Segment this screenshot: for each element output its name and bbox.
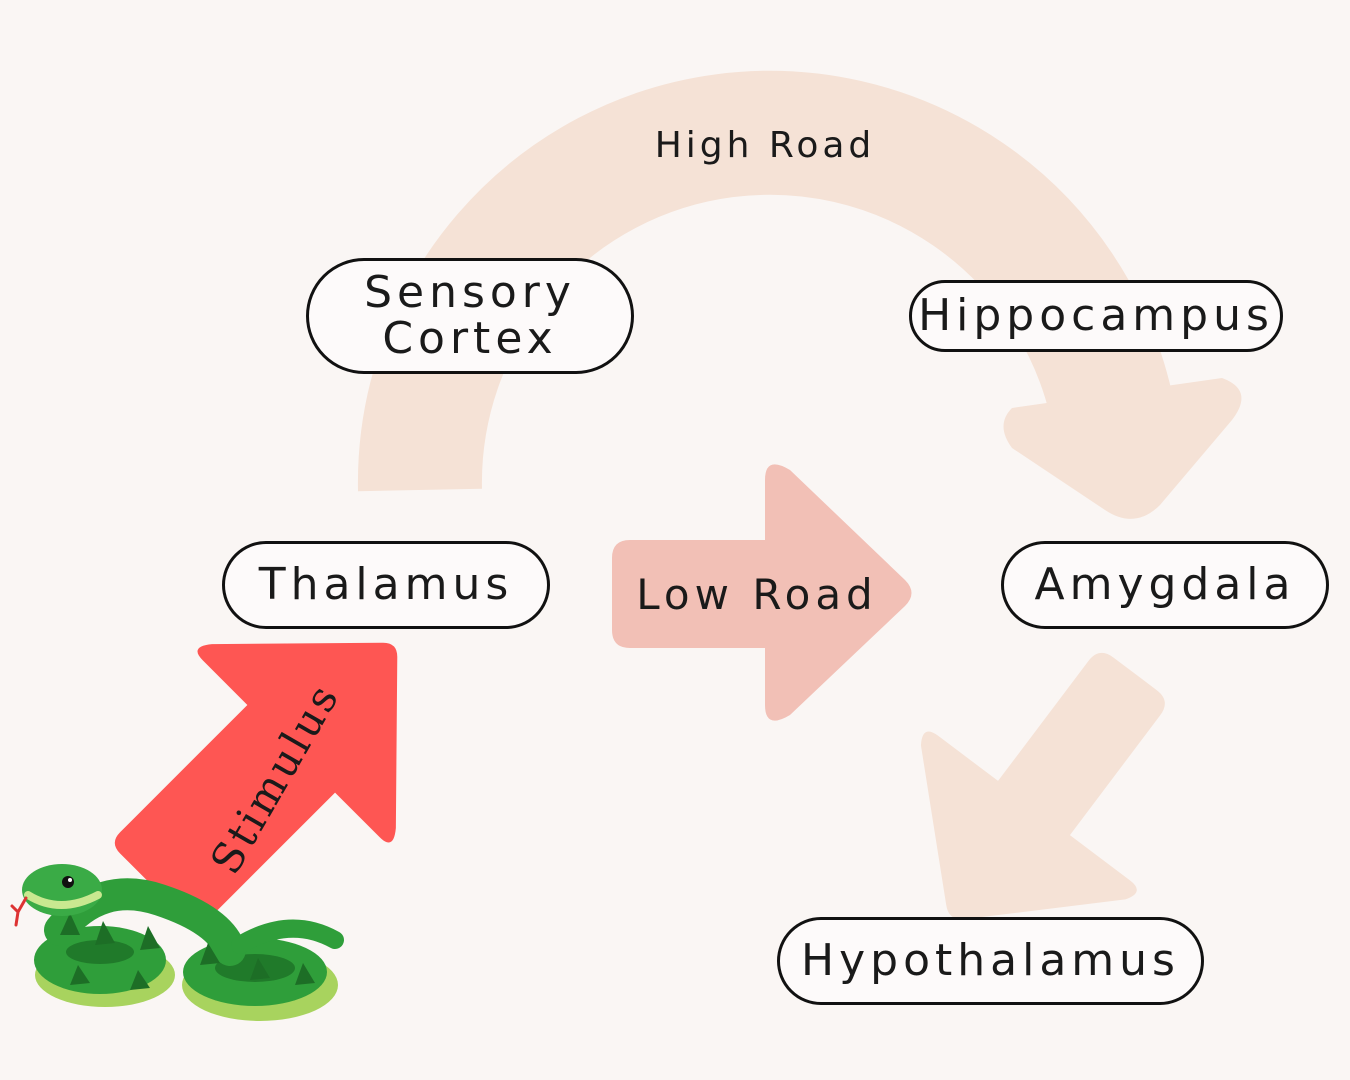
low-road-label: Low Road <box>636 570 878 619</box>
snake-icon <box>10 864 344 1021</box>
low-road-arrow <box>612 464 912 721</box>
stimulus-arrow <box>114 642 398 926</box>
node-hypothalamus: Hypothalamus <box>777 917 1204 1005</box>
node-thalamus: Thalamus <box>222 541 550 629</box>
high-road-label: High Road <box>654 125 876 166</box>
amygdala-to-hypothalamus-arrow <box>920 652 1165 920</box>
node-hippocampus: Hippocampus <box>909 280 1283 352</box>
node-sensory-cortex: Sensory Cortex <box>306 258 634 374</box>
node-amygdala: Amygdala <box>1001 541 1329 629</box>
high-road-arrowhead <box>1003 378 1242 519</box>
